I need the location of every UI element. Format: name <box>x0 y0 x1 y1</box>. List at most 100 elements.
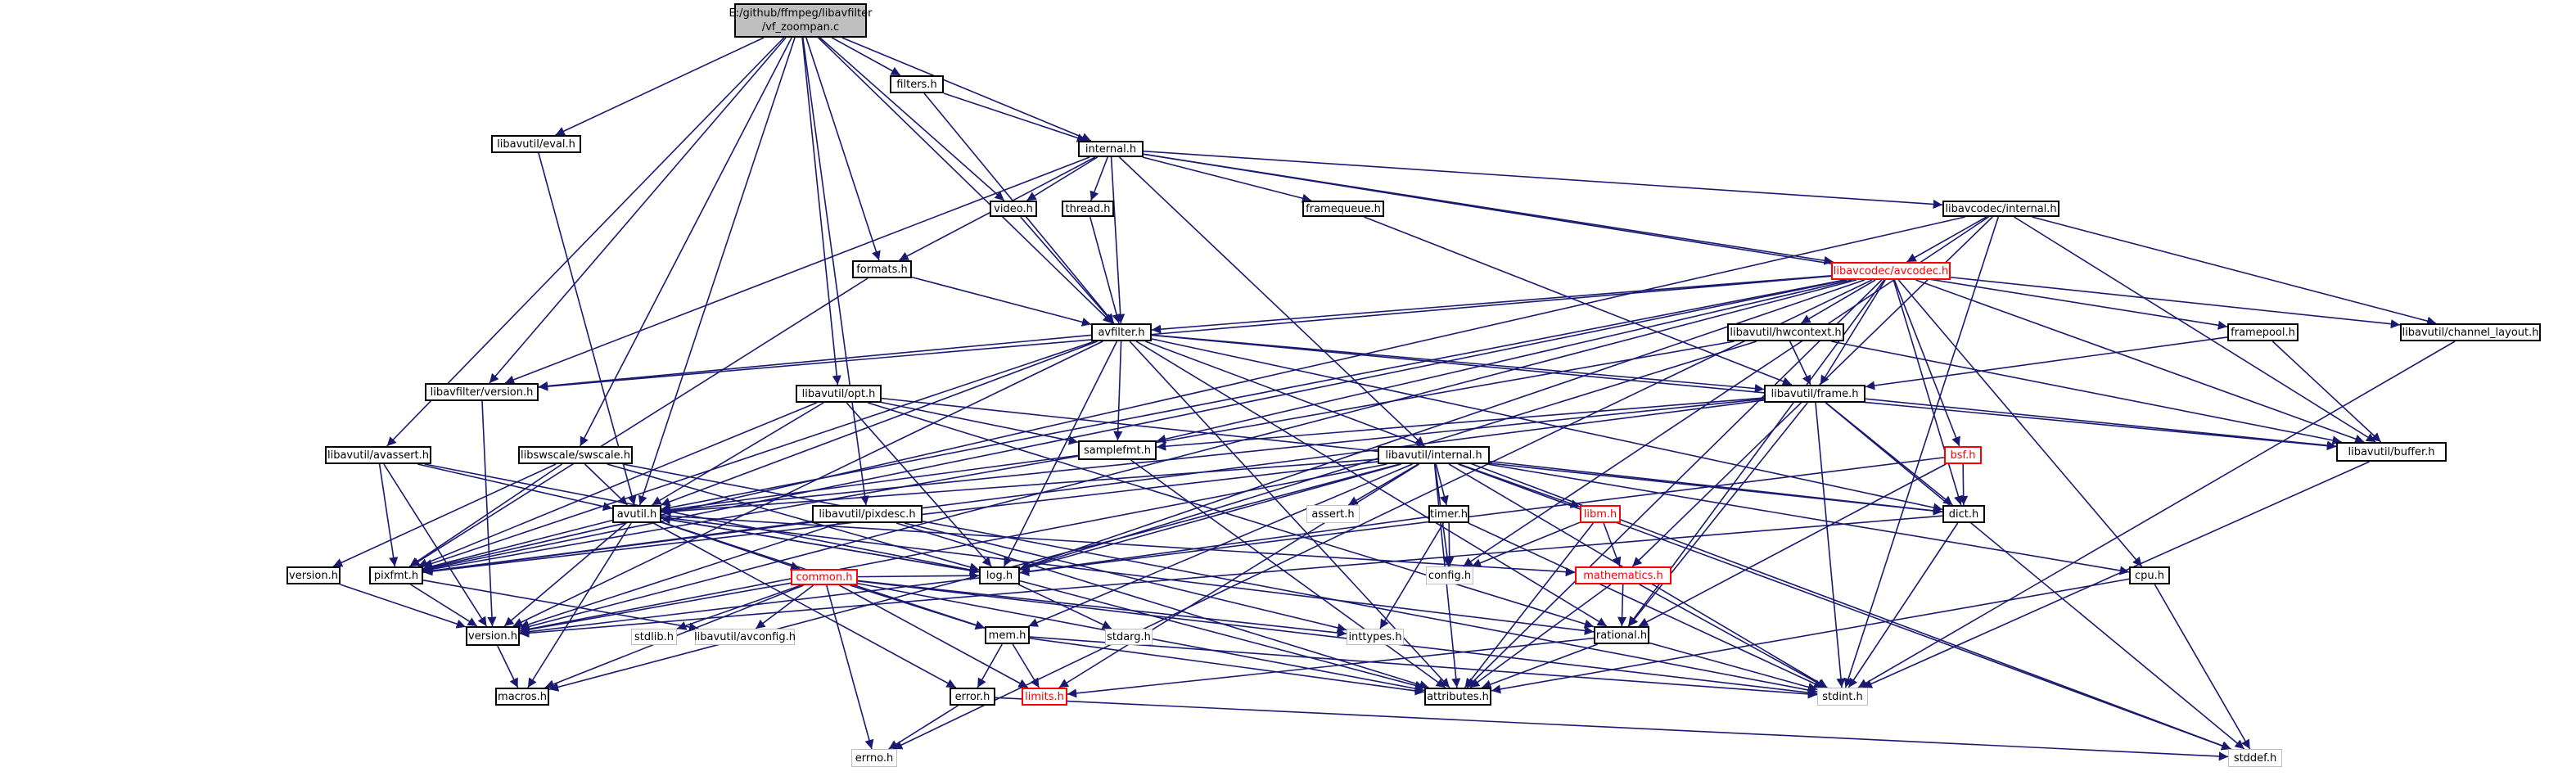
edge-avcodec-to-samplefmt <box>1156 279 1852 444</box>
edge-avcodec-to-bsf <box>1893 279 1960 447</box>
edge-common-to-stdint <box>857 580 1818 697</box>
edge-utilinternal-to-timer <box>1435 463 1449 506</box>
edge-common-to-inttypes <box>857 580 1347 638</box>
edge-internal-to-lfversion <box>504 156 1090 385</box>
node-dict[interactable]: dict.h <box>1942 505 1985 523</box>
node-hwcontext[interactable]: libavutil/hwcontext.h <box>1727 323 1844 341</box>
edge-internal-to-framequeue <box>1142 156 1312 203</box>
node-avfilter[interactable]: avfilter.h <box>1091 323 1152 341</box>
node-versionh[interactable]: version.h <box>286 566 341 584</box>
edge-utilinternal-to-log <box>1019 463 1402 572</box>
node-thread[interactable]: thread.h <box>1062 201 1114 217</box>
edge-swscale-to-log <box>607 463 980 572</box>
node-avutil[interactable]: avutil.h <box>612 505 661 523</box>
node-stdint[interactable]: stdint.h <box>1817 688 1868 706</box>
edge-common-to-errno <box>825 584 874 750</box>
node-bsf[interactable]: bsf.h <box>1944 446 1982 464</box>
edge-bsf-to-log <box>1019 457 1945 577</box>
node-rational[interactable]: rational.h <box>1594 626 1649 644</box>
node-root[interactable]: E:/github/ffmpeg/libavfilter/vf_zoompan.… <box>729 3 872 38</box>
edge-avcinternal-to-avcodec <box>1906 216 1987 263</box>
edge-common-to-log <box>857 571 980 580</box>
node-filters[interactable]: filters.h <box>890 75 944 93</box>
node-avcinternal[interactable]: libavcodec/internal.h <box>1942 201 2059 217</box>
node-pixfmt[interactable]: pixfmt.h <box>369 566 423 584</box>
node-limits[interactable]: limits.h <box>1022 688 1067 706</box>
edge-avfilter-to-frame <box>1151 334 1765 394</box>
node-label: stdarg.h <box>1107 630 1151 643</box>
node-label: bsf.h <box>1950 449 1976 462</box>
edge-rational-to-limits <box>1067 637 1595 698</box>
edge-avcinternal-to-chlayout <box>2032 216 2437 326</box>
edge-libm-to-mathematics <box>1603 522 1622 567</box>
node-errno[interactable]: errno.h <box>851 749 897 767</box>
node-utilinternal[interactable]: libavutil/internal.h <box>1378 446 1490 464</box>
node-framepool[interactable]: framepool.h <box>2227 323 2299 341</box>
node-eval[interactable]: libavutil/eval.h <box>491 135 581 153</box>
node-label: libavutil/pixdesc.h <box>819 508 916 521</box>
node-label: video.h <box>994 202 1033 215</box>
edge-root-to-swscale <box>579 37 792 447</box>
node-pixdesc[interactable]: libavutil/pixdesc.h <box>812 505 923 523</box>
node-macros[interactable]: macros.h <box>495 688 549 706</box>
node-label: avutil.h <box>616 508 657 521</box>
node-error[interactable]: error.h <box>950 688 995 706</box>
node-stdarg[interactable]: stdarg.h <box>1105 629 1153 645</box>
node-label: limits.h <box>1025 690 1064 703</box>
edge-libm-to-attributes <box>1464 522 1595 688</box>
node-buffer[interactable]: libavutil/buffer.h <box>2336 442 2447 462</box>
edge-opt-to-rational <box>867 402 1595 629</box>
edge-avcodec-to-buffer <box>1915 279 2365 444</box>
node-inttypes[interactable]: inttypes.h <box>1347 629 1404 645</box>
node-label: libavcodec/avcodec.h <box>1833 264 1949 277</box>
node-avassert[interactable]: libavutil/avassert.h <box>325 446 431 464</box>
node-label: timer.h <box>1430 508 1468 521</box>
node-swscale[interactable]: libswscale/swscale.h <box>518 446 633 464</box>
node-lfversion[interactable]: libavfilter/version.h <box>425 383 539 401</box>
node-log[interactable]: log.h <box>979 566 1020 584</box>
node-timer[interactable]: timer.h <box>1428 505 1469 523</box>
node-chlayout[interactable]: libavutil/channel_layout.h <box>2400 323 2541 341</box>
node-avcodec[interactable]: libavcodec/avcodec.h <box>1831 262 1951 280</box>
node-label: filters.h <box>896 78 937 91</box>
node-cpu[interactable]: cpu.h <box>2129 566 2170 584</box>
node-attributes[interactable]: attributes.h <box>1424 688 1491 706</box>
node-label: pixfmt.h <box>373 569 419 582</box>
node-label: version.h <box>289 569 338 582</box>
node-opt[interactable]: libavutil/opt.h <box>796 385 882 403</box>
node-label: common.h <box>796 571 853 584</box>
edge-filters-to-internal <box>943 92 1087 142</box>
node-label: stdint.h <box>1822 690 1863 703</box>
node-libm[interactable]: libm.h <box>1580 505 1621 523</box>
node-avconfig[interactable]: libavutil/avconfig.h <box>694 629 796 645</box>
edge-dict-to-stdint <box>1847 522 1959 688</box>
root-title-line: E:/github/ffmpeg/libavfilter <box>729 7 873 20</box>
edge-log-to-avutil <box>661 515 980 573</box>
edge-root-to-video <box>819 37 1005 201</box>
node-frame[interactable]: libavutil/frame.h <box>1764 385 1865 403</box>
node-stdlib[interactable]: stdlib.h <box>631 629 677 645</box>
edge-root-to-formats <box>805 37 881 261</box>
edge-internal-to-utilinternal <box>1118 156 1425 447</box>
node-common[interactable]: common.h <box>791 569 858 585</box>
node-mem[interactable]: mem.h <box>985 626 1030 644</box>
node-asserth[interactable]: assert.h <box>1306 505 1360 523</box>
node-stddef[interactable]: stddef.h <box>2228 749 2282 767</box>
node-samplefmt[interactable]: samplefmt.h <box>1078 440 1157 460</box>
edge-utilinternal-to-limits <box>1058 463 1420 688</box>
edge-common-to-version <box>519 582 792 634</box>
node-video[interactable]: video.h <box>990 201 1037 217</box>
node-internal[interactable]: internal.h <box>1078 141 1144 157</box>
edge-avcodec-to-frame <box>1820 279 1886 386</box>
node-formats[interactable]: formats.h <box>852 260 912 278</box>
edge-framepool-to-buffer <box>2271 341 2382 443</box>
node-framequeue[interactable]: framequeue.h <box>1302 201 1384 217</box>
edge-avfilter-to-version <box>512 341 1103 627</box>
node-version[interactable]: version.h <box>466 626 520 646</box>
node-config[interactable]: config.h <box>1426 566 1473 584</box>
edge-avfilter-to-pixfmt <box>422 341 1095 568</box>
node-label: mathematics.h <box>1583 569 1663 582</box>
node-mathematics[interactable]: mathematics.h <box>1575 566 1671 584</box>
node-label: samplefmt.h <box>1084 444 1151 457</box>
edge-log-to-version <box>519 577 980 637</box>
